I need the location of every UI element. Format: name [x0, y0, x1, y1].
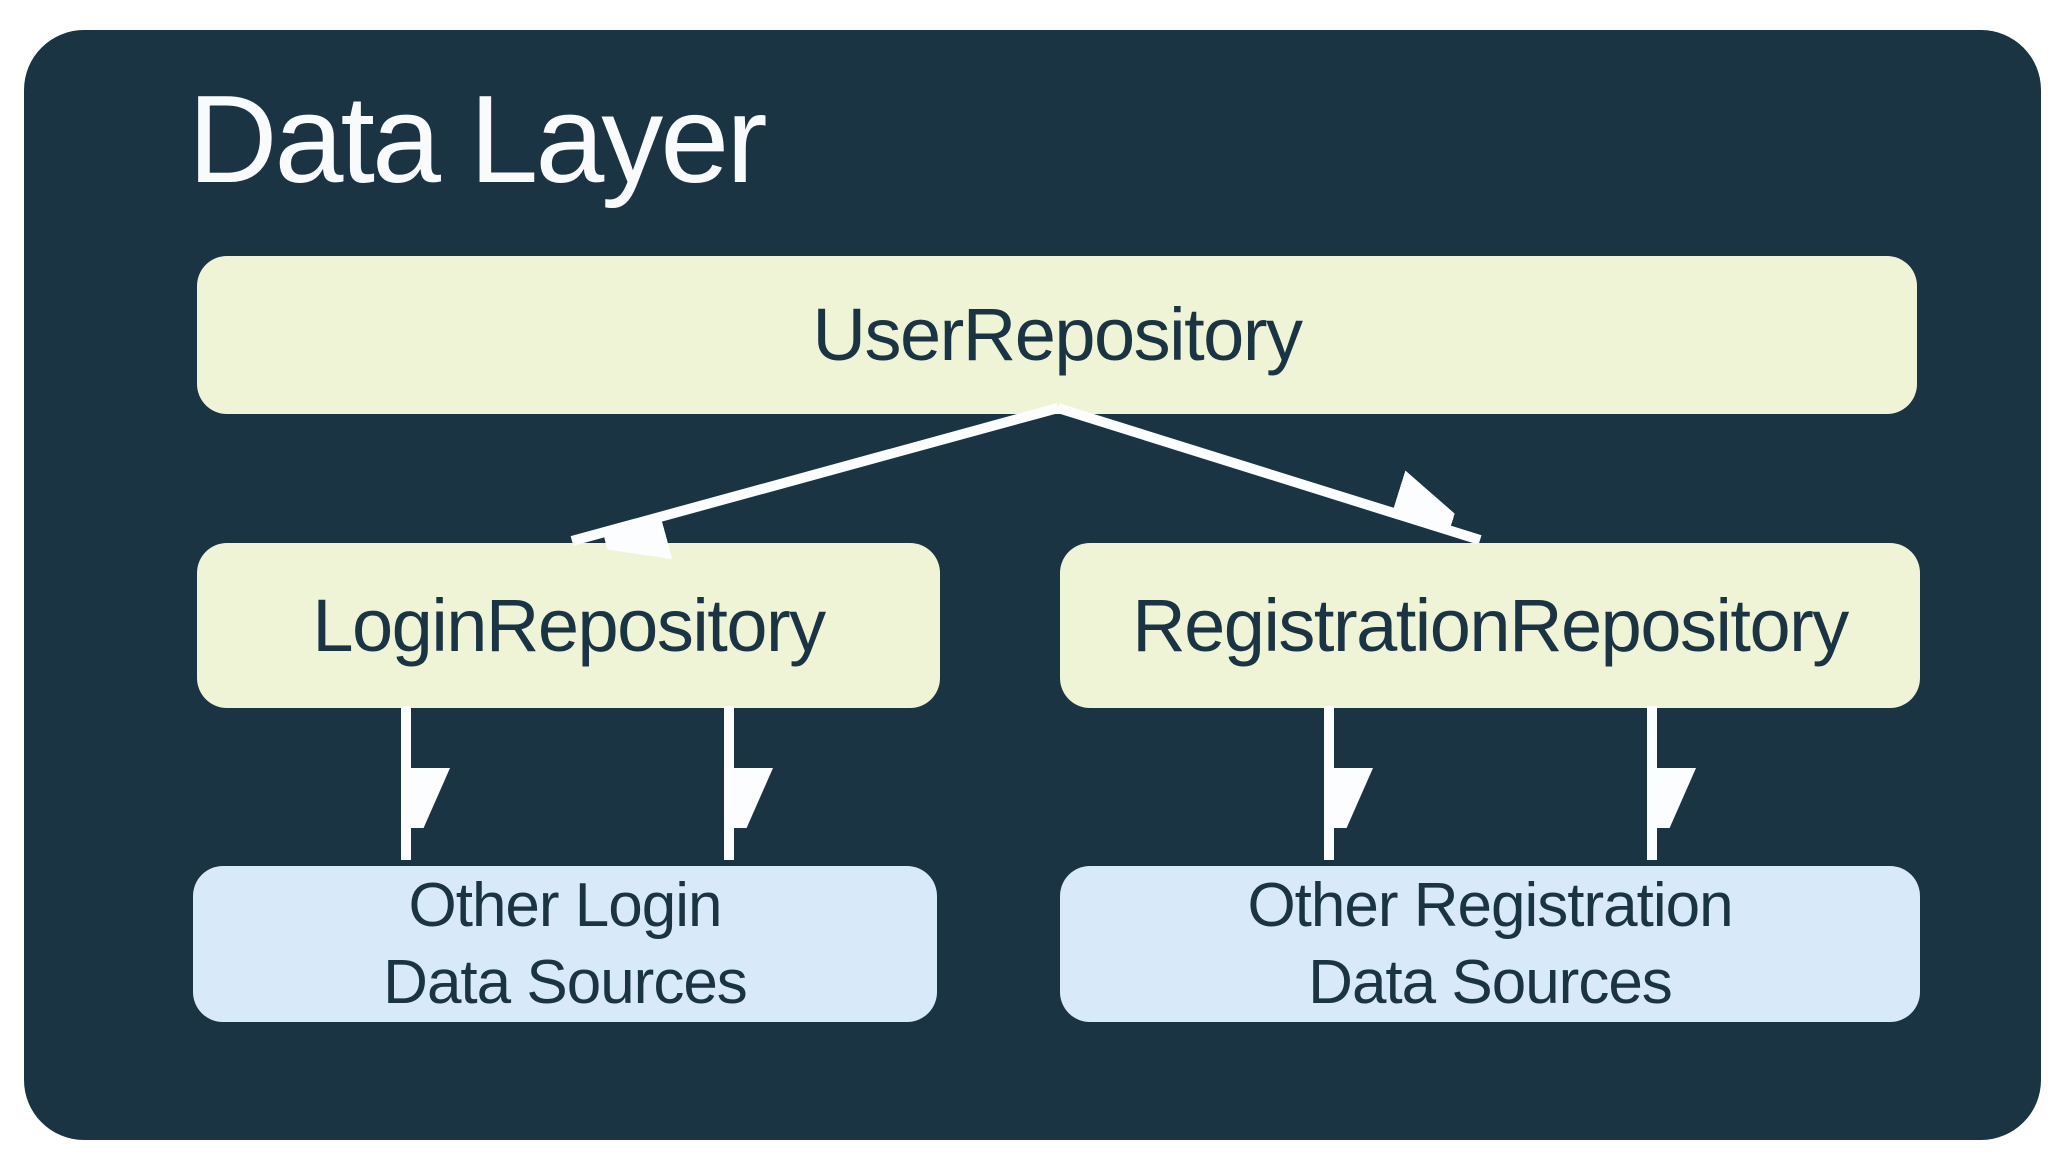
node-user-repository-label: UserRepository — [812, 293, 1303, 376]
node-registration-repository-label: RegistrationRepository — [1132, 583, 1849, 667]
node-login-repository: LoginRepository — [197, 543, 940, 708]
page-title: Data Layer — [188, 71, 768, 209]
node-registration-repository: RegistrationRepository — [1060, 543, 1920, 708]
node-other-login-line1: Other Login — [408, 871, 723, 940]
node-other-login-line2: Data Sources — [383, 948, 748, 1017]
node-other-login-data-sources: Other Login Data Sources — [193, 866, 937, 1022]
node-user-repository: UserRepository — [197, 256, 1917, 414]
node-other-registration-line1: Other Registration — [1247, 871, 1733, 940]
node-other-registration-line2: Data Sources — [1308, 948, 1673, 1017]
node-other-registration-data-sources: Other Registration Data Sources — [1060, 866, 1920, 1022]
node-login-repository-label: LoginRepository — [312, 583, 826, 667]
